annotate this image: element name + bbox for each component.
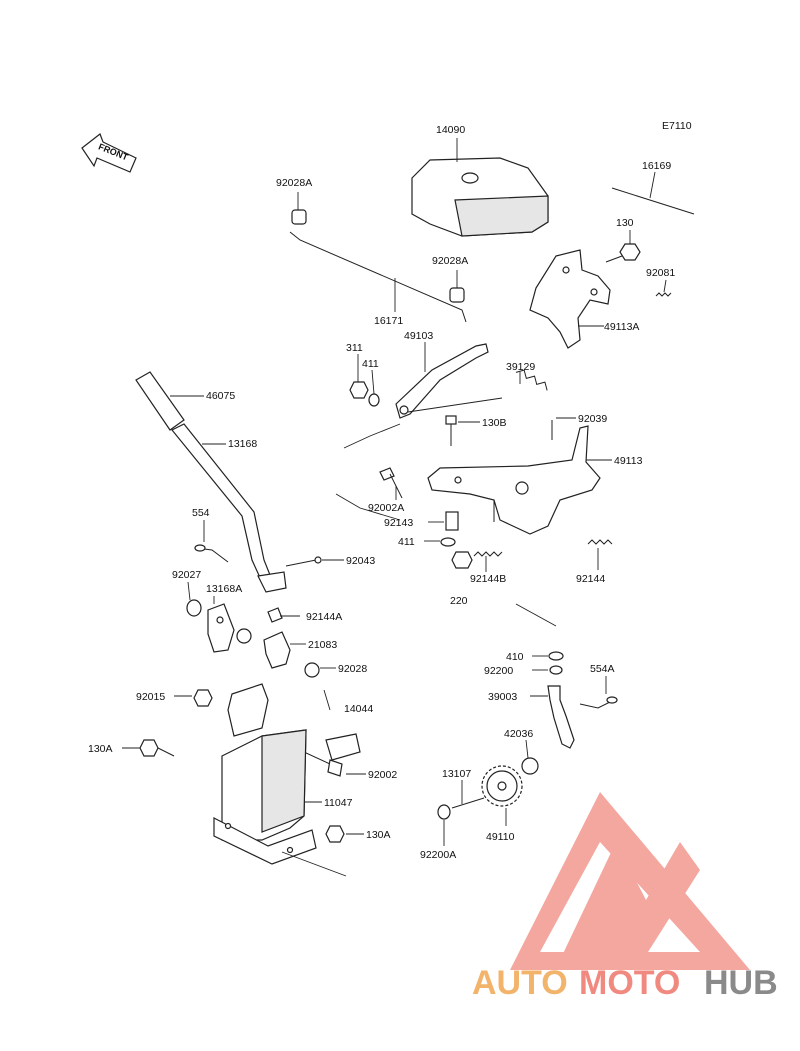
part-14044-bracket [227,683,361,761]
part-130-bolt [605,230,641,263]
part-92002A-bolt [335,423,403,521]
label-130A-a: 130A [88,743,113,755]
label-92144: 92144 [576,573,605,585]
label-49113A: 49113A [604,321,639,333]
watermark-text: AUTO MOTO HUB [472,964,778,1002]
part-13168-lever [171,423,287,593]
label-14090: 14090 [436,124,465,136]
part-92028A-clip-top [291,192,307,225]
label-16171: 16171 [374,315,403,327]
watermark-auto: AUTO [472,964,568,1002]
part-46075-grip [135,371,204,431]
part-92144A-spring [267,607,300,623]
label-13168: 13168 [228,438,257,450]
part-39003-lever [530,685,575,749]
part-92143-collar [428,511,459,531]
part-13168A-plate [207,596,235,653]
part-49110-sprocket [481,765,523,826]
label-130B: 130B [482,417,507,429]
label-14044: 14044 [344,703,373,715]
label-16169: 16169 [642,160,671,172]
part-92081-spring [655,279,672,297]
part-411-washer-a [368,369,380,407]
label-92143: 92143 [384,517,413,529]
part-42036-collar [521,739,539,775]
part-92144B-spring [451,551,503,572]
part-311-nut [349,354,369,399]
watermark-moto: MOTO [579,964,680,1002]
label-554A: 554A [590,663,615,675]
part-16171-rod [289,231,467,323]
part-92039-pin [551,417,576,440]
label-92043: 92043 [346,555,375,567]
label-410: 410 [506,651,524,663]
label-411-a: 411 [362,358,379,370]
label-92200: 92200 [484,665,513,677]
label-92027: 92027 [172,569,201,581]
part-411-washer-b [424,537,456,547]
watermark-logo-icon [510,792,750,970]
diagram-code: E7110 [662,120,692,132]
part-130A-bolt-a [122,739,175,757]
part-92043-pin [285,556,344,567]
part-92144-spring [587,539,613,570]
label-42036: 42036 [504,728,533,740]
part-92200A-washer [437,804,451,846]
part-92028-nut [304,662,336,678]
label-411-b: 411 [398,536,415,548]
label-92002A: 92002A [368,502,404,514]
part-130B-bolt [445,415,480,446]
part-11047-housing [213,729,347,877]
label-130: 130 [616,217,634,229]
label-92028A-b: 92028A [432,255,468,267]
part-554-pin [194,520,229,563]
part-554A-pin [579,676,618,709]
label-49103: 49103 [404,330,433,342]
part-130A-bolt-b [325,825,364,843]
label-92081: 92081 [646,267,675,279]
part-92015-nut [174,689,213,707]
label-220: 220 [450,595,468,607]
part-49113A-bracket [529,249,611,349]
front-arrow-icon: FRONT [81,133,137,173]
watermark-hub: HUB [704,964,778,1002]
label-46075: 46075 [206,390,235,402]
leader-220 [515,603,557,627]
label-49113: 49113 [614,455,643,467]
label-92039: 92039 [578,413,607,425]
label-13107: 13107 [442,768,471,780]
part-13107-pin [451,780,485,809]
label-39003: 39003 [488,691,517,703]
part-92200-washer [532,665,563,675]
part-16169-rod [611,171,695,215]
part-49113-plate [427,425,612,535]
label-554: 554 [192,507,210,519]
label-92200A: 92200A [420,849,456,861]
label-92015: 92015 [136,691,165,703]
label-92028: 92028 [338,663,367,675]
label-49110: 49110 [486,831,515,843]
part-92028A-clip-mid [449,270,465,303]
label-92002: 92002 [368,769,397,781]
label-311: 311 [346,342,363,354]
label-39129: 39129 [506,361,535,373]
label-11047: 11047 [324,797,353,809]
part-49103-lever [395,342,489,419]
part-39129-spring [407,369,548,413]
label-92144B: 92144B [470,573,506,585]
label-13168A: 13168A [206,583,242,595]
label-21083: 21083 [308,639,337,651]
label-92028A-a: 92028A [276,177,312,189]
part-21083-bracket [236,628,306,669]
part-410-washer [532,651,564,661]
label-130A-b: 130A [366,829,391,841]
part-14090-cover [411,138,549,237]
label-92144A: 92144A [306,611,342,623]
part-92027-collar [186,581,202,617]
